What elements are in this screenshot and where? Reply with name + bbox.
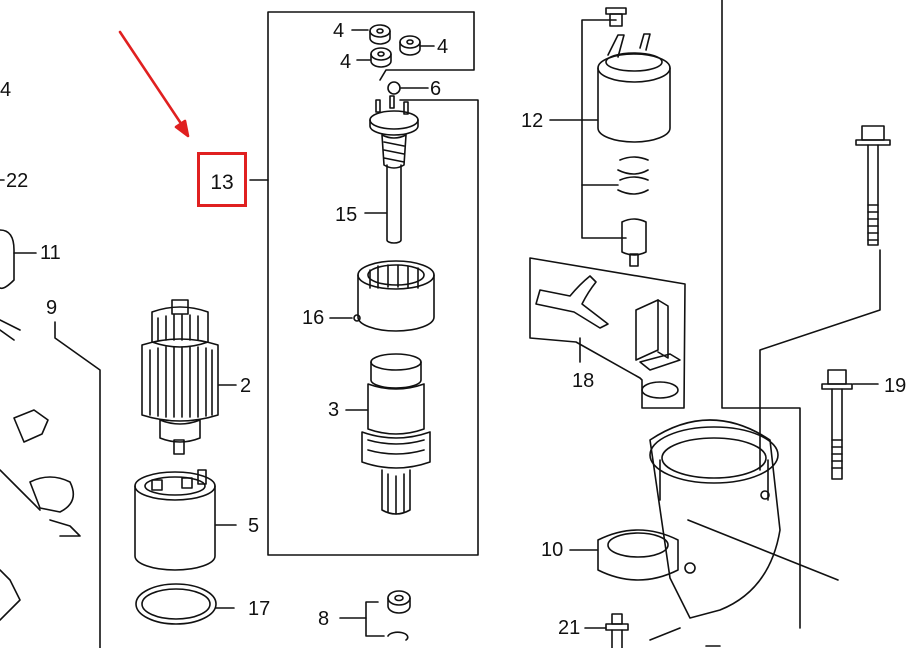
assembly-13-bracket bbox=[249, 11, 479, 556]
bolt-part-19 bbox=[821, 369, 879, 480]
screw-part-21 bbox=[584, 613, 629, 648]
highlighted-callout-13[interactable]: 13 bbox=[197, 152, 247, 207]
part-label-4a: 4 bbox=[333, 20, 345, 42]
part-label-22: 22 bbox=[6, 170, 29, 192]
nut-part-4a bbox=[351, 24, 391, 45]
part-label-4c: 4 bbox=[340, 51, 352, 73]
part-label-16: 16 bbox=[302, 307, 325, 329]
pinion-drive-part-3 bbox=[345, 353, 431, 515]
part-label-21: 21 bbox=[558, 617, 581, 639]
red-arrow-indicator bbox=[118, 30, 190, 138]
yoke-part-5 bbox=[134, 469, 237, 571]
nut-clip-part-8 bbox=[339, 590, 411, 641]
long-bolt-part-top bbox=[855, 125, 891, 246]
part-label-15: 15 bbox=[335, 204, 358, 226]
left-side-parts bbox=[0, 179, 101, 648]
armature-part-2 bbox=[141, 299, 237, 455]
part-label-10: 10 bbox=[541, 539, 564, 561]
gear-shaft-part-15 bbox=[364, 95, 419, 244]
snap-ring-part-17 bbox=[135, 583, 235, 625]
housing-part-10 bbox=[569, 0, 881, 647]
part-label-2: 2 bbox=[240, 375, 252, 397]
part-label-18: 18 bbox=[572, 370, 595, 392]
part-label-9: 9 bbox=[46, 297, 58, 319]
bracket-seal-part-18 bbox=[529, 257, 686, 409]
part-label-13: 13 bbox=[210, 171, 234, 194]
nut-part-4c bbox=[356, 47, 392, 68]
part-label-3: 3 bbox=[328, 399, 340, 421]
part-label-4b: 4 bbox=[437, 36, 449, 58]
nut-part-4b bbox=[399, 35, 435, 56]
part-label-17: 17 bbox=[248, 598, 271, 620]
solenoid-part-12 bbox=[549, 7, 671, 267]
part-label-12: 12 bbox=[521, 110, 544, 132]
part-label-11: 11 bbox=[40, 242, 61, 264]
part-label-5: 5 bbox=[248, 515, 260, 537]
part-label-8: 8 bbox=[318, 608, 330, 630]
part-label-19: 19 bbox=[884, 375, 907, 397]
ring-gear-part-16 bbox=[329, 260, 435, 332]
washer-part-6 bbox=[387, 81, 429, 95]
part-label-6: 6 bbox=[430, 78, 442, 100]
part-label-4-left: 4 bbox=[0, 79, 12, 101]
